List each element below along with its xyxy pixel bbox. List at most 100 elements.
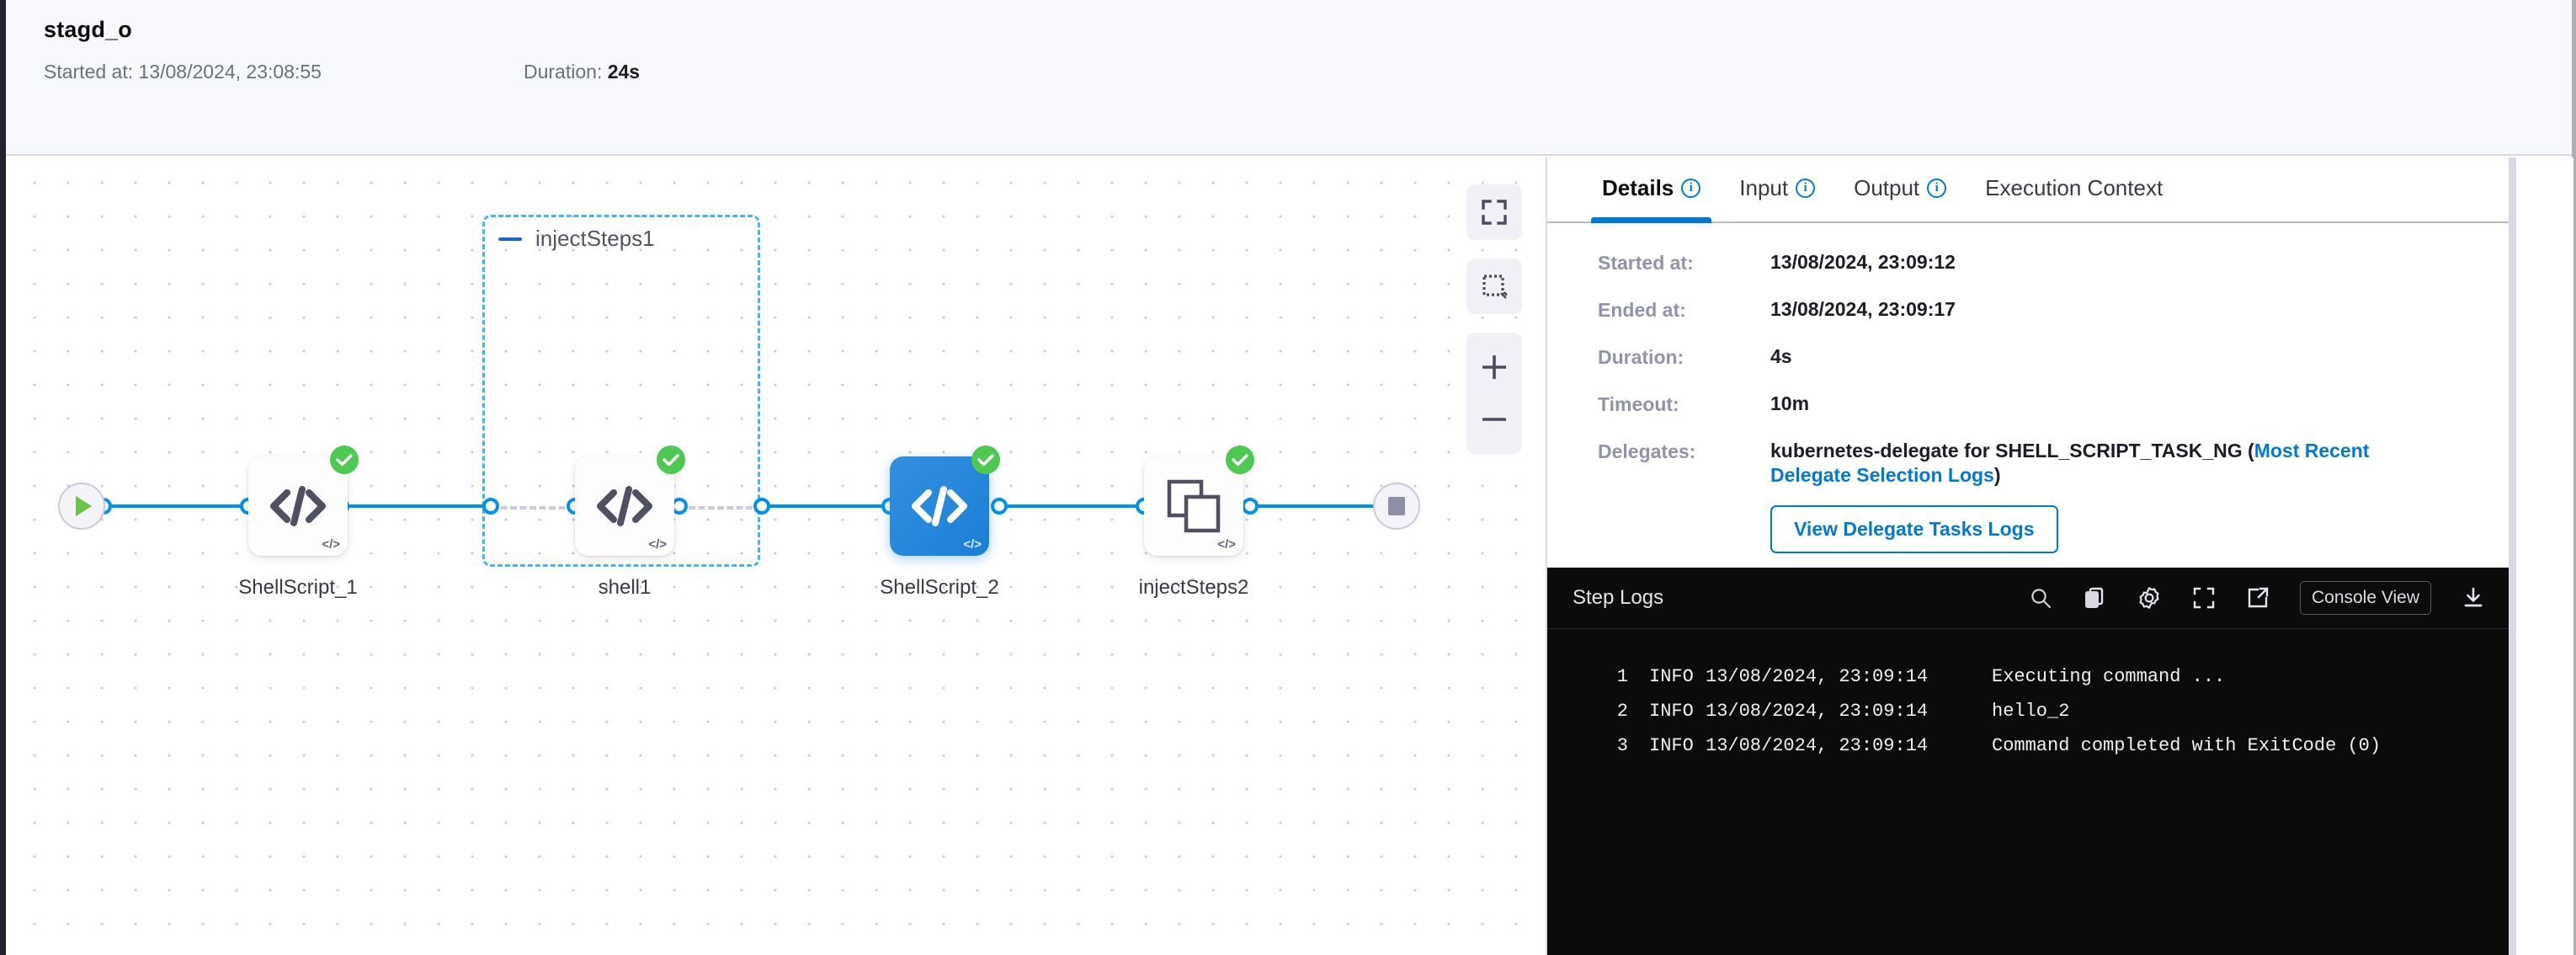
pipeline-end-node[interactable] [1373,483,1420,530]
edge-shellscript1-to-group [341,504,486,508]
log-line-number: 1 [1616,666,1628,687]
started-at-value: 13/08/2024, 23:08:55 [138,61,322,83]
port-injectsteps2-out [1242,498,1259,515]
step-group-label: injectSteps1 [535,226,655,251]
pipeline-graph-canvas[interactable]: injectSteps1 [6,157,1544,955]
panel-scrollbar[interactable] [2509,157,2516,955]
open-external-icon[interactable] [2246,586,2270,610]
details-content: Started at: 13/08/2024, 23:09:12 Ended a… [1547,223,2509,554]
fit-to-screen-button[interactable] [1466,184,1522,240]
detail-row-started-at: Started at: 13/08/2024, 23:09:12 [1547,250,2509,275]
node-type-tag: </> [963,537,982,552]
started-at-label: Started at: [44,61,134,83]
fullscreen-icon[interactable] [2192,586,2216,610]
page-right-edge [2572,0,2576,955]
edge-injectsteps2-to-end [1250,504,1393,508]
gear-icon[interactable] [2137,585,2162,611]
log-line-message: Executing command ... [1992,666,2226,687]
detail-row-duration: Duration: 4s [1547,344,2509,370]
step-group-injectsteps1[interactable]: injectSteps1 [482,215,760,567]
log-line: 3 INFO 13/08/2024, 23:09:14 Command comp… [1547,728,2509,763]
graph-node-injectsteps2[interactable]: </> [1144,445,1254,556]
graph-node-label-shellscript-1: ShellScript_1 [238,576,358,599]
started-at-meta: Started at: 13/08/2024, 23:08:55 [44,61,322,83]
node-type-tag: </> [322,537,340,552]
port-group-out [753,498,770,515]
stop-icon [1388,497,1405,515]
check-icon [336,454,353,467]
pipeline-start-node[interactable] [58,483,105,530]
info-icon[interactable]: i [1927,178,1947,198]
log-line-number: 3 [1616,735,1628,756]
graph-node-shellscript-2[interactable]: </> [890,445,1000,556]
step-logs-panel: Step Logs [1547,568,2509,955]
zoom-in-button[interactable] [1466,341,1522,393]
node-type-tag: </> [1217,537,1236,552]
check-icon [663,454,679,467]
detail-row-delegates: Delegates: kubernetes-delegate for SHELL… [1547,439,2509,554]
log-line-level: INFO [1649,666,1694,687]
code-glyph-icon [912,486,967,526]
detail-value: 4s [1770,344,1792,367]
detail-label: Duration: [1598,345,1685,368]
log-line: 2 INFO 13/08/2024, 23:09:14 hello_2 [1547,694,2509,728]
delegate-selection-logs-link[interactable]: Most Recent Delegate Selection Logs [1770,439,2370,487]
console-view-toggle[interactable]: Console View [2299,581,2431,615]
expand-icon [1482,200,1507,225]
delegates-value-block: kubernetes-delegate for SHELL_SCRIPT_TAS… [1770,439,2410,554]
graph-node-shell1[interactable]: </> [575,445,685,556]
search-icon[interactable] [2030,587,2052,610]
step-logs-content[interactable]: 1 INFO 13/08/2024, 23:09:14 Executing co… [1547,629,2509,763]
log-line-time: 13/08/2024, 23:09:14 [1706,666,1929,687]
zoom-controls [1466,333,1522,454]
detail-value: 10m [1770,392,1810,414]
tab-execution-context[interactable]: Execution Context [1966,157,2182,223]
detail-label: Ended at: [1598,298,1686,321]
minus-icon [1482,418,1506,421]
status-badge-success [330,445,359,474]
tab-details[interactable]: Details i [1583,157,1720,223]
view-delegate-tasks-logs-button[interactable]: View Delegate Tasks Logs [1770,505,2058,554]
log-line-time: 13/08/2024, 23:09:14 [1706,735,1929,756]
port-shellscript2-out [991,498,1008,515]
download-icon[interactable] [2462,586,2485,610]
edge-group-out-dashed [679,506,762,510]
detail-value: 13/08/2024, 23:09:17 [1770,297,1956,320]
tab-execution-context-label: Execution Context [1985,174,2164,200]
select-area-button[interactable] [1466,259,1522,314]
check-icon [977,454,994,467]
copy-icon[interactable] [2083,586,2106,610]
detail-label: Timeout: [1598,392,1679,415]
edge-group-to-shellscript2 [762,504,890,508]
zoom-out-button[interactable] [1466,393,1522,445]
tab-input[interactable]: Input i [1720,157,1834,223]
log-line-message: Command completed with ExitCode (0) [1992,735,2382,756]
execution-header: stagd_o Started at: 13/08/2024, 23:08:55… [6,0,2572,156]
edge-group-in-dashed [491,506,575,510]
info-icon[interactable]: i [1796,178,1816,198]
tab-output[interactable]: Output i [1834,157,1966,223]
duration-label: Duration: [524,61,603,83]
log-line-number: 2 [1616,701,1628,722]
detail-label: Delegates: [1598,440,1696,462]
duration-meta: Duration: 24s [524,61,640,83]
step-logs-toolbar: Step Logs [1547,568,2509,629]
dashed-square-icon [1482,275,1508,299]
status-badge-success [657,445,685,474]
log-line-level: INFO [1649,701,1694,722]
check-icon [1232,454,1248,467]
step-group-header[interactable]: injectSteps1 [498,226,655,252]
delegates-text-after: ) [1993,464,2001,487]
detail-row-ended-at: Ended at: 13/08/2024, 23:09:17 [1547,297,2509,323]
info-icon[interactable]: i [1681,178,1701,198]
code-glyph-icon [597,486,652,526]
port-group-in [482,498,499,515]
duration-value: 24s [607,61,641,83]
collapse-minus-icon[interactable] [498,237,522,241]
status-badge-success [971,445,1000,474]
graph-node-shellscript-1[interactable]: </> [248,445,359,556]
step-logs-title: Step Logs [1573,586,1664,609]
detail-value: 13/08/2024, 23:09:12 [1770,251,1956,273]
log-line-time: 13/08/2024, 23:09:14 [1706,701,1929,722]
delegates-text: kubernetes-delegate for SHELL_SCRIPT_TAS… [1770,439,2410,489]
